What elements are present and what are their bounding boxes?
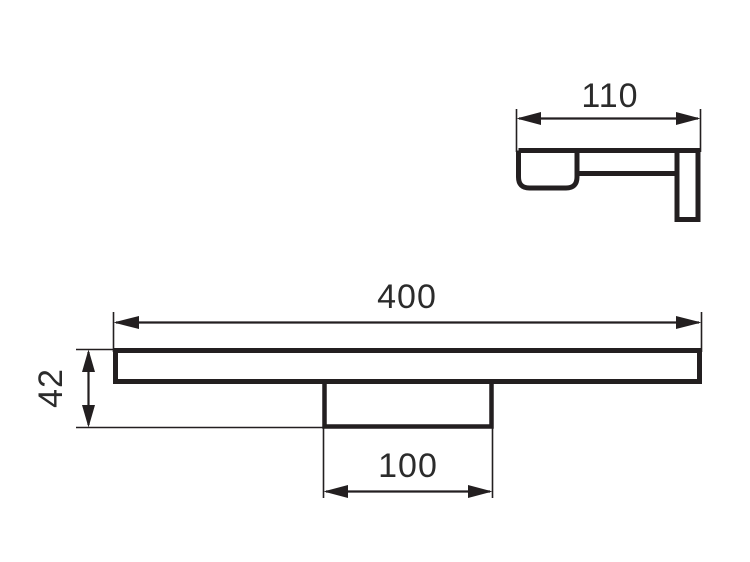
front-view-arrowhead-right-100	[468, 485, 493, 498]
front-view-arrowhead-bottom-42	[82, 405, 95, 428]
front-view-arrowhead-left-100	[323, 485, 348, 498]
side-view-group: 110	[515, 77, 702, 222]
side-view-arrowhead-right	[676, 112, 701, 125]
front-view-main-body-outline	[113, 348, 702, 384]
dimension-label-400: 400	[377, 278, 437, 316]
front-view-arrowhead-top-42	[82, 349, 95, 372]
dimension-label-110: 110	[581, 77, 638, 115]
dimension-label-100: 100	[378, 447, 438, 485]
side-view-arrowhead-left	[516, 112, 541, 125]
front-view-group: 400 42 100	[32, 278, 703, 498]
front-view-bracket-outline	[322, 382, 494, 429]
dimension-label-42: 42	[32, 368, 70, 408]
side-view-profile-outline	[516, 148, 701, 222]
front-view-arrowhead-right-400	[676, 316, 702, 329]
front-view-arrowhead-left-400	[113, 316, 139, 329]
